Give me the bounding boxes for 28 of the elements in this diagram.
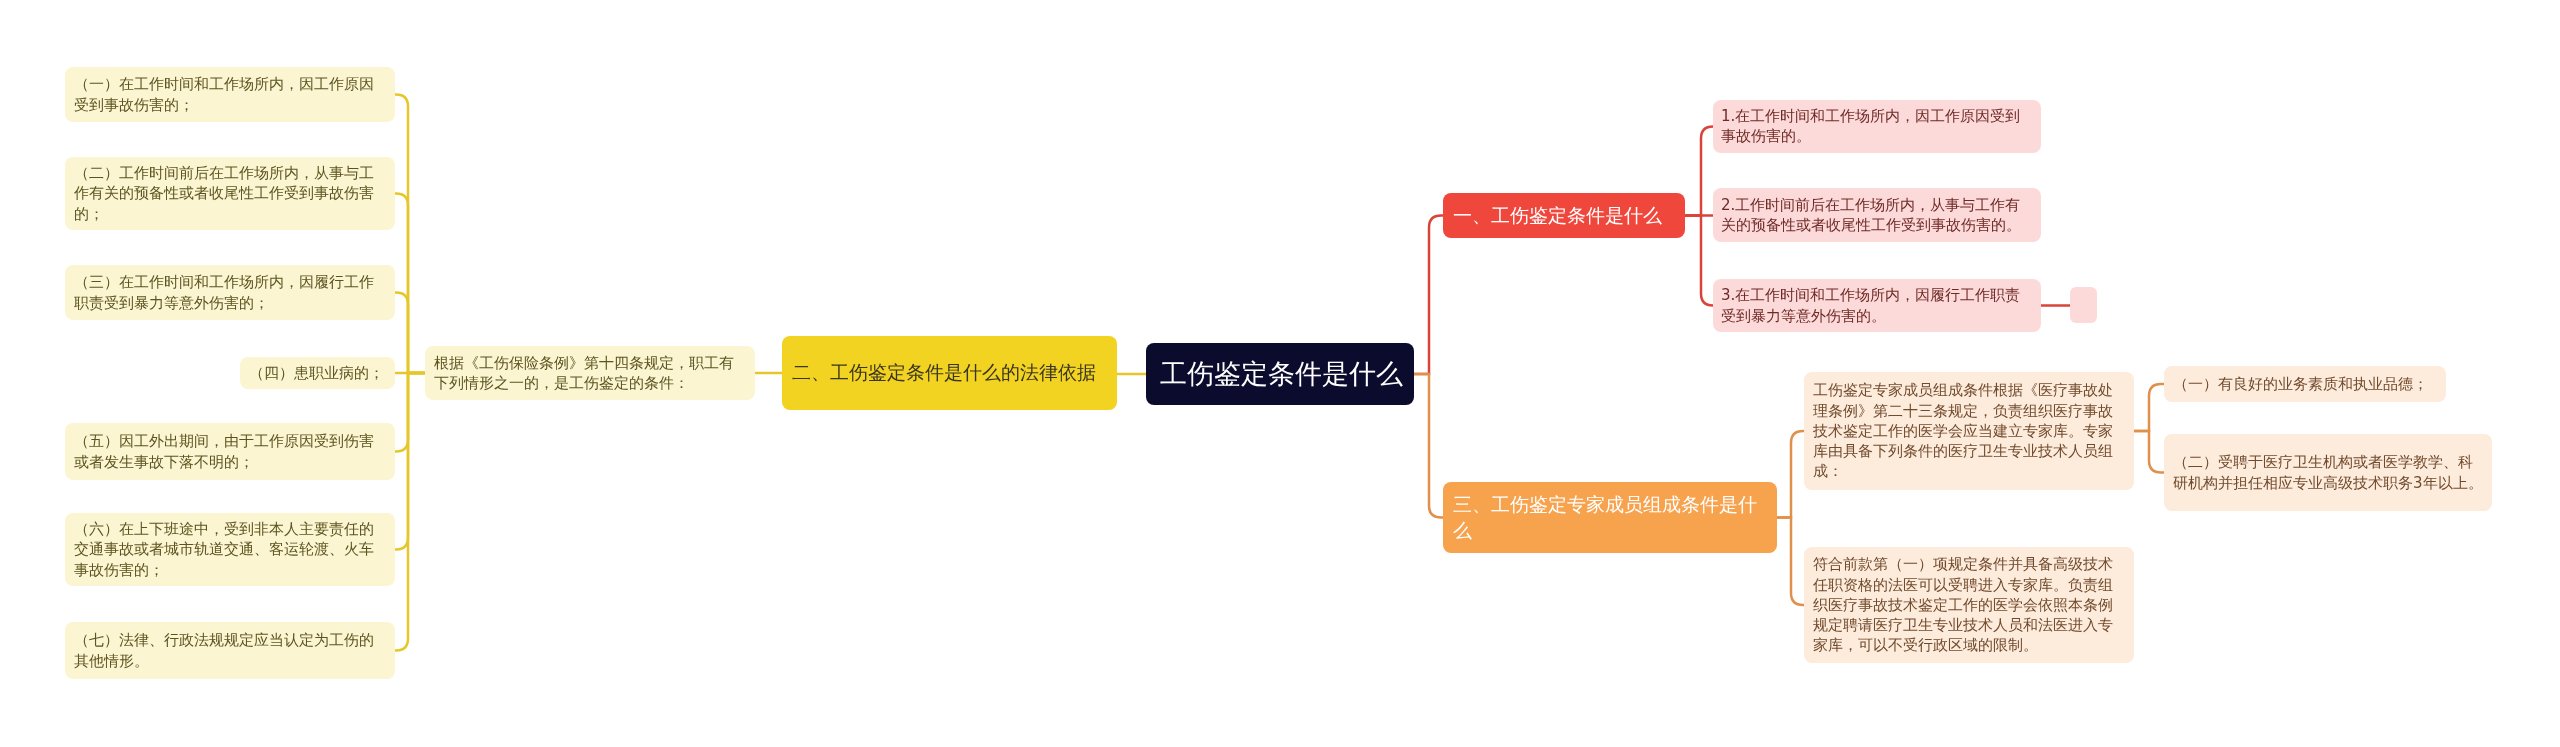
topic-box: 三、工伤鉴定专家成员组成条件是什么: [1443, 482, 1777, 553]
central-topic-box: 工伤鉴定条件是什么: [1146, 343, 1414, 405]
connector-line: [2041, 304, 2070, 307]
connector-line: [1414, 372, 1443, 519]
subtopic-box: 2.工作时间前后在工作场所内，从事与工作有关的预备性或者收尾性工作受到事故伤害的。: [1713, 188, 2041, 242]
topic-box: 二、工伤鉴定条件是什么的法律依据: [782, 336, 1117, 410]
connector-line: [1685, 214, 1715, 307]
subtopic-box: 根据《工伤保险条例》第十四条规定，职工有下列情形之一的，是工伤鉴定的条件：: [425, 346, 755, 400]
empty-topic-box: [2070, 287, 2097, 323]
subtopic-box: （二）工作时间前后在工作场所内，从事与工作有关的预备性或者收尾性工作受到事故伤害的；: [65, 157, 395, 230]
connector-line: [394, 371, 425, 652]
subtopic-box: （四）患职业病的；: [240, 357, 395, 390]
subtopic-box: （二）受聘于医疗卫生机构或者医学教学、科研机构并担任相应专业高级技术职务3年以上。: [2164, 434, 2492, 511]
subtopic-box: （三）在工作时间和工作场所内，因履行工作职责受到暴力等意外伤害的；: [65, 265, 395, 320]
connector-line: [1777, 516, 1805, 607]
connector-line: [1117, 372, 1146, 376]
connector-line: [2134, 429, 2164, 474]
subtopic-box: （六）在上下班途中，受到非本人主要责任的交通事故或者城市轨道交通、客运轮渡、火车事故伤害的；: [65, 513, 395, 586]
subtopic-box: （五）因工外出期间，由于工作原因受到伤害或者发生事故下落不明的；: [65, 423, 395, 480]
topic-box: 一、工伤鉴定条件是什么: [1443, 193, 1685, 238]
subtopic-box: （一）有良好的业务素质和执业品德；: [2164, 366, 2446, 402]
subtopic-box: 符合前款第（一）项规定条件并具备高级技术任职资格的法医可以受聘进入专家库。负责组织医疗事故技术鉴定工作的医学会依照本条例规定聘请医疗卫生专业技术人员和法医进入专家库，可以不受行政区域的限制。: [1804, 547, 2134, 663]
subtopic-box: （一）在工作时间和工作场所内，因工作原因受到事故伤害的；: [65, 67, 395, 122]
connector-line: [755, 371, 782, 375]
subtopic-box: 3.在工作时间和工作场所内，因履行工作职责受到暴力等意外伤害的。: [1713, 279, 2041, 332]
subtopic-box: （七）法律、行政法规规定应当认定为工伤的其他情形。: [65, 622, 395, 679]
subtopic-box: 工伤鉴定专家成员组成条件根据《医疗事故处理条例》第二十三条规定，负责组织医疗事故技术鉴定工作的医学会应当建立专家库。专家库由具备下列条件的医疗卫生专业技术人员组成：: [1804, 372, 2134, 490]
subtopic-box: 1.在工作时间和工作场所内，因工作原因受到事故伤害的。: [1713, 100, 2041, 153]
